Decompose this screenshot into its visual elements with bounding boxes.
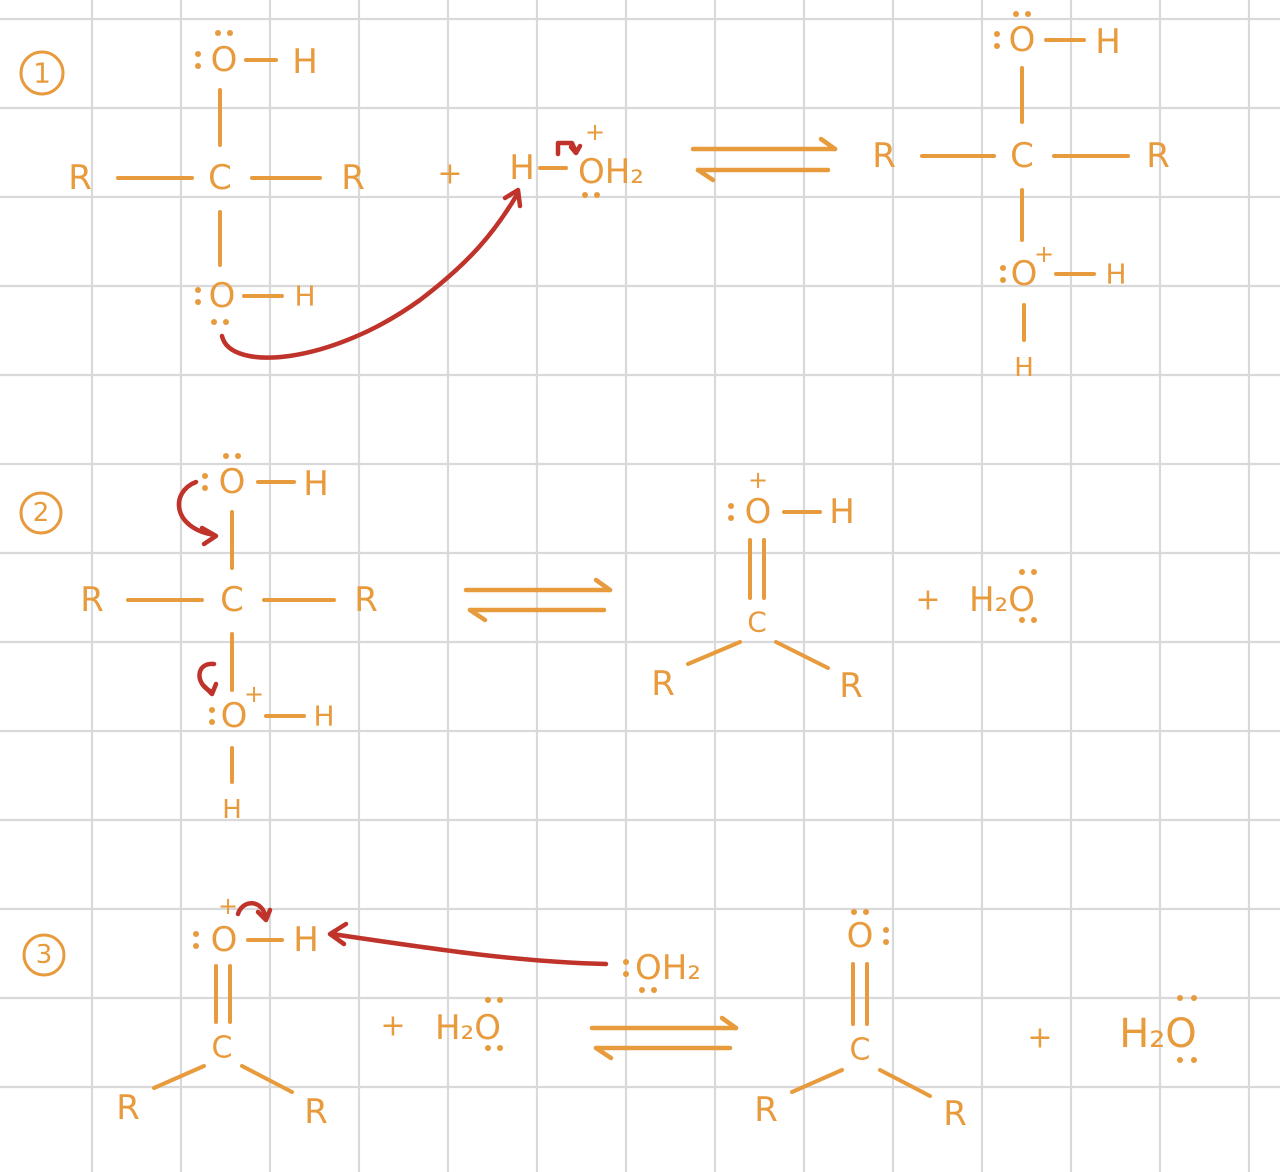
step-2-reactant: O H R C R O + H H	[80, 453, 378, 825]
step-2-badge	[19, 491, 63, 535]
mechanism-arrow	[329, 931, 609, 967]
step-3-product: O C R R	[754, 909, 967, 1134]
positive-charge: +	[748, 466, 768, 494]
plus-sign: +	[437, 157, 462, 192]
step-2-number: 2	[33, 498, 50, 528]
atom-o: O	[219, 462, 246, 502]
mechanism-arrow	[176, 479, 217, 538]
positive-charge: +	[585, 118, 605, 146]
positive-charge: +	[1034, 240, 1054, 268]
atom-h: H	[222, 795, 242, 825]
atom-c: C	[208, 158, 232, 198]
positive-charge: +	[244, 680, 264, 708]
atom-c: C	[850, 1033, 871, 1068]
atom-h: H	[1014, 353, 1034, 383]
hydronium: H OH₂ +	[509, 118, 644, 198]
plus-sign: +	[915, 583, 940, 618]
formula-oh2: OH₂	[578, 152, 644, 192]
step-3-reactant: O + H C R R	[116, 892, 328, 1132]
atom-r: R	[872, 136, 896, 176]
step-2: 2 O H R C R O + H H	[19, 453, 1037, 825]
atom-r: R	[354, 580, 378, 620]
atom-h: H	[1105, 258, 1126, 291]
atom-h: H	[829, 492, 855, 532]
formula-oh2: OH₂	[635, 948, 701, 988]
atom-o: O	[847, 916, 874, 956]
atom-r: R	[68, 158, 92, 198]
atom-r: R	[1146, 136, 1170, 176]
atom-r: R	[651, 664, 675, 704]
atom-o: O	[1009, 20, 1036, 60]
step-3-badge	[22, 933, 66, 977]
atom-r: R	[304, 1092, 328, 1132]
atom-r: R	[839, 666, 863, 706]
atom-r: R	[943, 1094, 967, 1134]
step-3-number: 3	[36, 940, 53, 970]
equilibrium-arrow	[690, 136, 838, 183]
mechanism-arrow	[219, 190, 521, 360]
atom-h: H	[1095, 22, 1121, 62]
bond-break-arrow	[235, 901, 269, 921]
arrowhead	[199, 525, 219, 547]
atom-h: H	[294, 280, 315, 313]
atom-h: H	[313, 700, 334, 733]
atom-h: H	[509, 148, 535, 188]
equilibrium-arrow	[589, 1015, 739, 1061]
atom-c: C	[220, 580, 244, 620]
atom-c: C	[747, 606, 767, 639]
arrowhead	[327, 921, 349, 947]
atom-o: O	[211, 40, 238, 80]
atom-h: H	[303, 464, 329, 504]
step-1-badge	[19, 50, 65, 96]
arrowhead	[502, 187, 523, 209]
step-3: 3 O + H C R R + H₂O OH₂	[22, 892, 1197, 1134]
atom-c: C	[1010, 136, 1034, 176]
step-2-product: O + H C R R	[651, 466, 863, 706]
atom-o: O	[221, 696, 248, 736]
formula-h2o: H₂O	[435, 1008, 501, 1048]
equilibrium-arrow	[463, 577, 613, 623]
atom-r: R	[341, 158, 365, 198]
step-1-diol: O H R C R O H	[68, 30, 365, 325]
atom-h: H	[293, 920, 319, 960]
atom-o: O	[211, 920, 238, 960]
atom-r: R	[116, 1088, 140, 1128]
step-1-product: O H R C R O + H H	[872, 11, 1170, 383]
formula-h2o: H₂O	[969, 580, 1035, 620]
step-1: 1 O H R C R O H + H OH₂	[19, 11, 1170, 383]
atom-h: H	[292, 42, 318, 82]
plus-sign: +	[1027, 1021, 1052, 1056]
atom-o: O	[209, 276, 236, 316]
plus-sign: +	[380, 1009, 405, 1044]
atom-o: O	[745, 492, 772, 532]
formula-h2o: H₂O	[1119, 1011, 1197, 1057]
atom-c: C	[212, 1031, 233, 1066]
atom-r: R	[80, 580, 104, 620]
atom-o: O	[1011, 254, 1038, 294]
atom-r: R	[754, 1090, 778, 1130]
positive-charge: +	[218, 892, 238, 920]
step-1-number: 1	[33, 57, 51, 90]
arrowhead	[201, 681, 219, 697]
